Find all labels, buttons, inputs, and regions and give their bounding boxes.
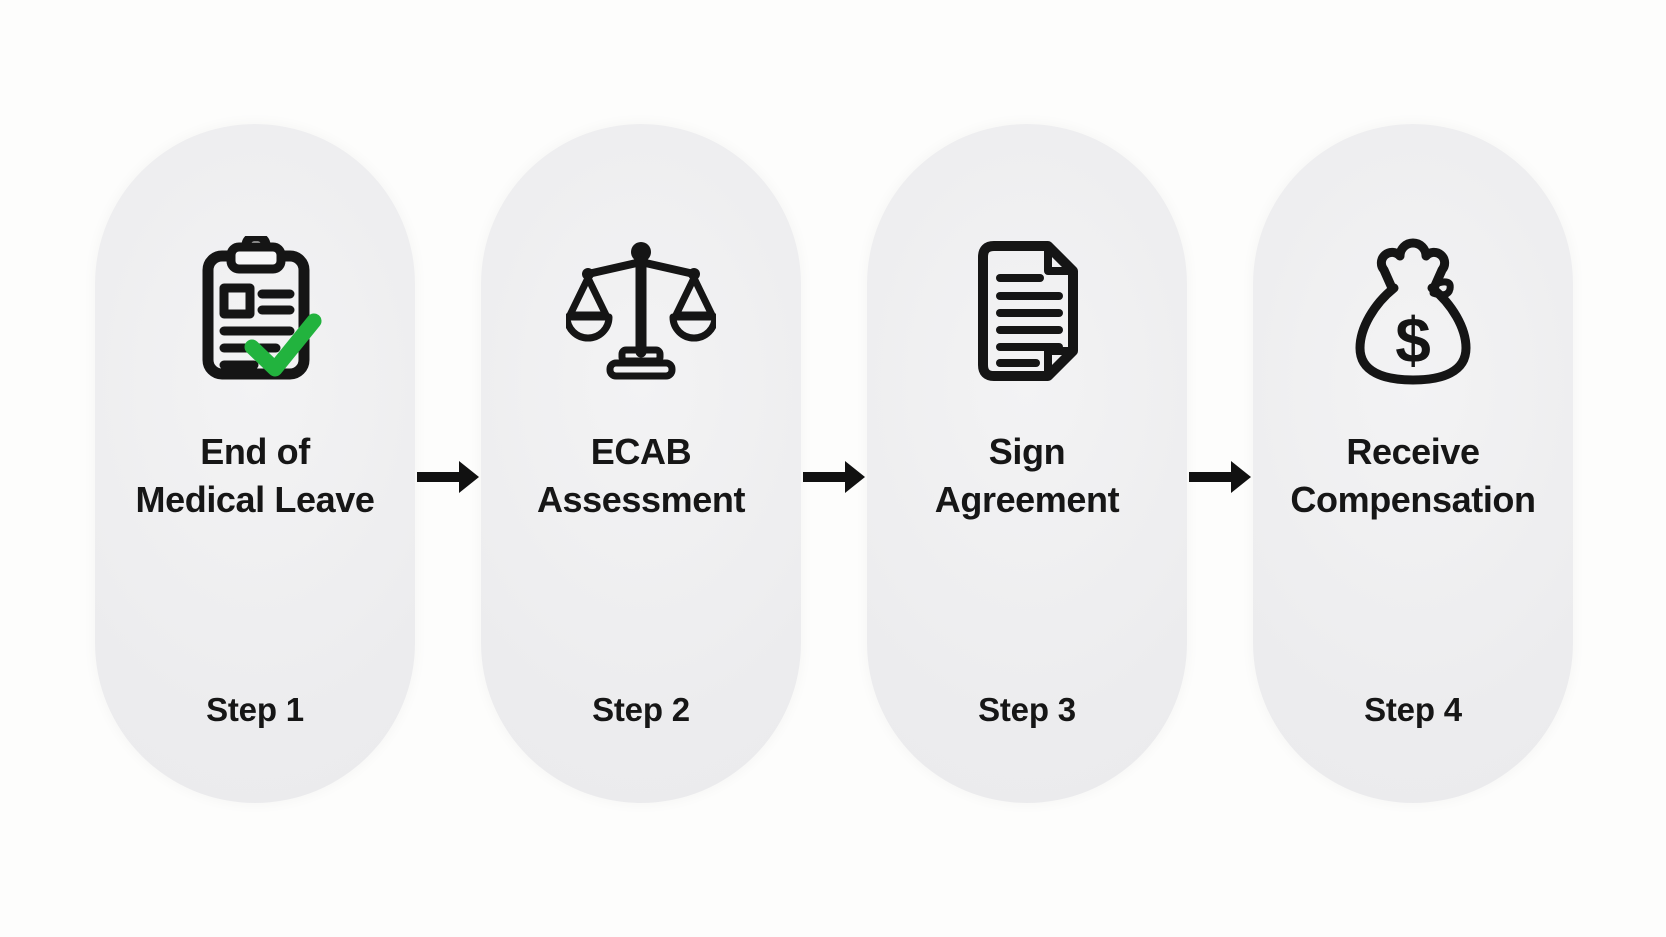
step-title: End of Medical Leave: [136, 428, 375, 524]
step-title-line2: Medical Leave: [135, 479, 375, 520]
money-bag-icon: $: [1333, 236, 1493, 386]
step-number-label: Step 3: [978, 691, 1076, 728]
step-title: ECAB Assessment: [536, 428, 746, 524]
step-title-line2: Assessment: [536, 479, 746, 520]
flow-arrow-right-icon: [417, 461, 479, 493]
step-title-line1: ECAB: [590, 431, 692, 472]
step-card-1: End of Medical Leave Step 1: [95, 124, 415, 803]
step-title: Sign Agreement: [934, 428, 1120, 524]
step-title-line1: Receive: [1346, 431, 1480, 472]
flow-arrow-right-icon: [1189, 461, 1251, 493]
flow-arrow-right-icon: [803, 461, 865, 493]
step-number-label: Step 4: [1364, 691, 1462, 728]
step-card-2: ECAB Assessment Step 2: [481, 124, 801, 803]
step-title-line2: Compensation: [1290, 479, 1536, 520]
step-card-4: $ Receive Compensation Step 4: [1253, 124, 1573, 803]
step-number-label: Step 1: [206, 691, 304, 728]
scales-icon: [561, 236, 721, 386]
step-title-line1: Sign: [988, 431, 1066, 472]
step-title: Receive Compensation: [1290, 428, 1536, 524]
step-number-label: Step 2: [592, 691, 690, 728]
document-icon: [947, 236, 1107, 386]
step-title-line1: End of: [200, 431, 310, 472]
step-title-line2: Agreement: [934, 479, 1120, 520]
step-card-3: Sign Agreement Step 3: [867, 124, 1187, 803]
svg-text:$: $: [1395, 304, 1431, 376]
clipboard-check-icon: [175, 236, 335, 386]
